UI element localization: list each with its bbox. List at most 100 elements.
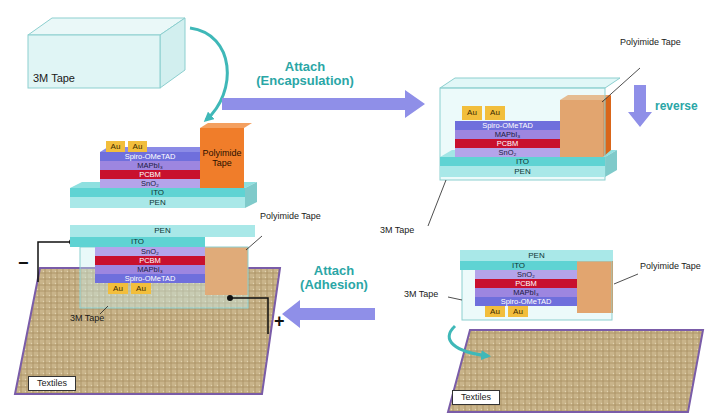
layer-box: SnO₂ (455, 148, 560, 157)
layer-box: Au (485, 306, 505, 317)
leader-line (614, 274, 638, 284)
part-label: 3M Tape (380, 226, 430, 236)
part-label: Polyimide Tape (620, 38, 682, 48)
part-label: Polyimide Tape (640, 262, 702, 272)
substrate-side (245, 182, 257, 208)
layer-name: PCBM (139, 171, 161, 179)
layer-name: Au (113, 285, 123, 293)
layer-name: Au (467, 109, 477, 117)
tape-cover-top (440, 78, 620, 88)
layer-box: MAPbI₃ (475, 288, 577, 297)
material-label: Textiles (452, 390, 500, 405)
layer-name: Spiro-OMeTAD (125, 275, 176, 283)
tape-block (28, 18, 185, 88)
layer-box: PCBM (100, 170, 200, 179)
layer-box: Polyimide Tape (200, 128, 244, 188)
layer-box: MAPbI₃ (95, 265, 205, 274)
layer-name: Textiles (37, 379, 67, 388)
layer-box: PEN (70, 197, 245, 208)
layer-box: ITO (460, 261, 577, 270)
layer-box: Au (462, 106, 482, 120)
polarity-sign: − (18, 254, 32, 274)
layer-box: Au (128, 141, 147, 152)
layer-box: SnO₂ (475, 270, 577, 279)
layer-name: PCBM (515, 280, 537, 288)
layer-box: PEN (460, 250, 613, 261)
layer-name: MAPbI₃ (495, 131, 521, 139)
textile-sheet (448, 330, 703, 412)
layer-name: Au (513, 308, 523, 316)
step-label: Attach (Adhesion) (292, 264, 376, 293)
leader-line (100, 306, 108, 314)
layer-box: Au (508, 306, 528, 317)
layer-box: ITO (70, 188, 245, 197)
layer-box: MAPbI₃ (455, 130, 560, 139)
layer-name: PEN (514, 168, 530, 176)
attach-arrow (190, 28, 227, 120)
step-label: reverse (655, 100, 705, 113)
tape-cover (440, 88, 605, 180)
layer-name: PCBM (139, 257, 161, 265)
layer-name: ITO (131, 238, 144, 246)
process-arrow (282, 300, 375, 328)
process-arrow (222, 90, 425, 118)
leader-line (428, 180, 446, 226)
layer-name: 3M Tape (33, 73, 75, 84)
part-label: Polyimide Tape (260, 212, 322, 222)
step-label: Attach (Encapsulation) (250, 60, 360, 89)
layer-name: Spiro-OMeTAD (482, 122, 533, 130)
wire (38, 242, 72, 282)
layer-box: Spiro-OMeTAD (95, 274, 205, 283)
layer-name: SnO₂ (141, 248, 159, 256)
polarity-sign: + (274, 312, 288, 332)
layer-name: Spiro-OMeTAD (501, 298, 552, 306)
part-label: 3M Tape (70, 314, 120, 324)
leader-line (448, 297, 462, 300)
layer-name: PEN (154, 227, 170, 235)
layer-box: PEN (70, 225, 255, 237)
process-arrow (628, 85, 652, 127)
layer-box: PCBM (455, 139, 560, 148)
layer-name: Au (133, 143, 143, 151)
terminal-dot (227, 295, 233, 301)
layer-box: Au (485, 106, 505, 120)
layer-name: MAPbI₃ (137, 266, 163, 274)
layer-name: Au (111, 143, 121, 151)
layer-name: Au (136, 285, 146, 293)
layer-box: SnO₂ (95, 247, 205, 256)
attach-arrow (449, 326, 488, 356)
layer-name: SnO₂ (517, 271, 535, 279)
leader-line (246, 236, 262, 250)
part-label: 3M Tape (404, 290, 448, 300)
layer-name: MAPbI₃ (513, 289, 539, 297)
material-label: Textiles (28, 376, 76, 391)
layer-name: Spiro-OMeTAD (125, 153, 176, 161)
layer-box: MAPbI₃ (100, 161, 200, 170)
layer-box: Au (106, 141, 125, 152)
layer-box: SnO₂ (100, 179, 200, 188)
layer-name: Au (490, 308, 500, 316)
layer-name: ITO (516, 158, 529, 166)
layer-box: Spiro-OMeTAD (100, 152, 200, 161)
tape-cover (80, 247, 248, 308)
layer-box: Spiro-OMeTAD (455, 121, 560, 130)
wire (230, 298, 268, 334)
layer-box: PCBM (475, 279, 577, 288)
layer-name: PEN (528, 252, 544, 260)
substrate-side (605, 150, 617, 177)
layer-box: Spiro-OMeTAD (475, 297, 577, 306)
layer-box: Au (131, 283, 151, 294)
layer-box: Au (108, 283, 128, 294)
layer-name: SnO₂ (499, 149, 517, 157)
layer-box: ITO (440, 157, 605, 166)
layer-name: Textiles (461, 393, 491, 402)
layer-name: PCBM (497, 140, 519, 148)
layer-name: ITO (512, 262, 525, 270)
layer-name: Au (490, 109, 500, 117)
layer-name: PEN (149, 199, 165, 207)
layer-box: ITO (70, 237, 205, 247)
layer-name: ITO (151, 189, 164, 197)
layer-name: SnO₂ (141, 180, 159, 188)
